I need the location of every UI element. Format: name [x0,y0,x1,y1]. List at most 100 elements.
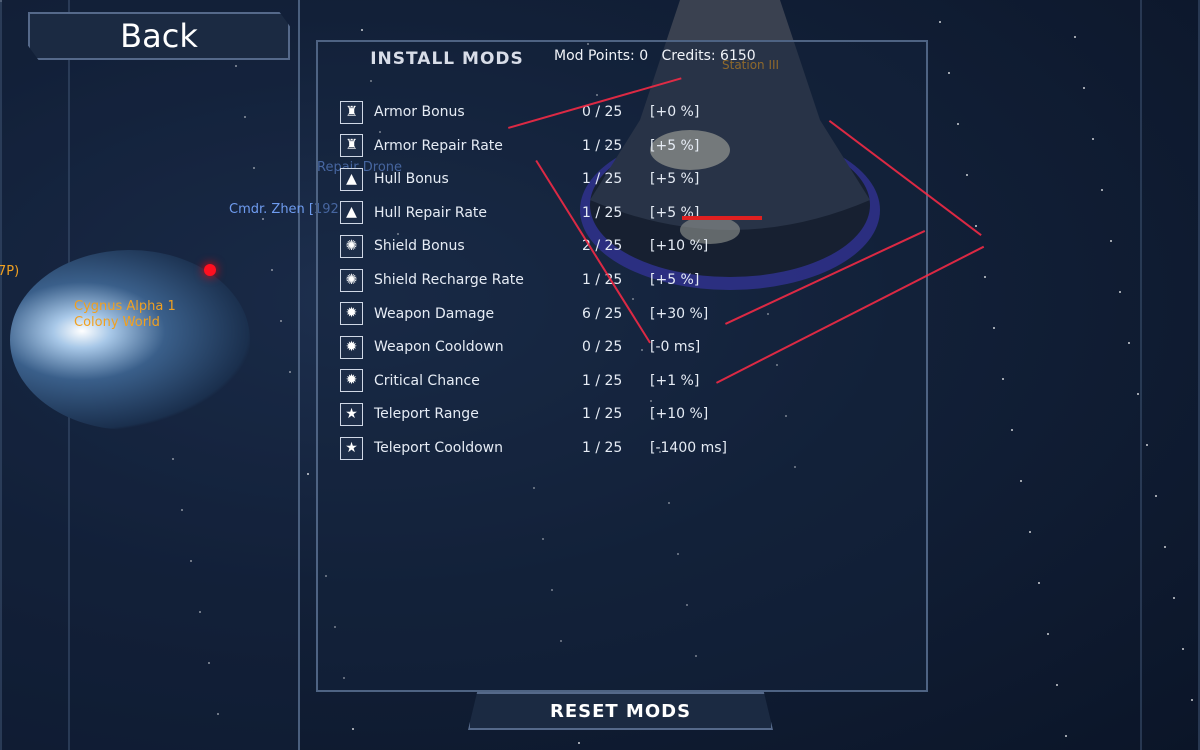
star [361,29,363,31]
star [397,233,399,235]
star [776,364,778,366]
star [632,298,634,300]
star [1128,342,1130,344]
mod-row[interactable]: ✹ Weapon Cooldown 0 / 25 [-0 ms] [340,334,700,360]
mod-name: Critical Chance [374,372,480,389]
star [533,487,535,489]
teleport-icon[interactable]: ★ [340,436,363,460]
star [1164,546,1166,548]
station-label: Station III [722,58,780,72]
mod-effect: [+5 %] [650,137,700,154]
hull-icon[interactable]: ▲ [340,167,363,191]
credits: Credits: 6150 [661,48,756,64]
star [695,655,697,657]
star [379,131,381,133]
star [325,575,327,577]
star [307,473,309,475]
mod-effect: [+1 %] [650,372,700,389]
mod-points: Mod Points: 0 [554,48,649,64]
star [677,553,679,555]
mod-row[interactable]: ✺ Shield Bonus 2 / 25 [+10 %] [340,233,708,259]
star [1155,495,1157,497]
star [1038,582,1040,584]
star [939,21,941,23]
mod-row[interactable]: ✹ Weapon Damage 6 / 25 [+30 %] [340,301,708,327]
mod-level: 6 / 25 [582,305,623,322]
install-mods-tab[interactable]: INSTALL MODS [370,49,524,69]
space-station[interactable] [570,0,890,300]
star [1137,393,1139,395]
shield-icon[interactable]: ✺ [340,268,363,292]
mod-level: 1 / 25 [582,440,623,456]
mod-row[interactable]: ♜ Armor Bonus 0 / 25 [+0 %] [340,99,699,125]
star [767,313,769,315]
mod-name: Weapon Damage [374,305,495,322]
mod-effect: [+5 %] [650,272,700,288]
star [578,742,580,744]
teleport-icon[interactable]: ★ [340,402,363,426]
mod-row[interactable]: ▲ Hull Repair Rate 1 / 25 [+5 %] [340,200,699,226]
mod-level: 1 / 25 [582,171,623,188]
mod-name: Teleport Cooldown [374,440,504,456]
mod-name: Armor Repair Rate [374,137,503,154]
star [1092,138,1094,140]
shield-icon[interactable]: ✺ [340,234,363,258]
star [289,371,291,373]
star [1191,699,1193,701]
mod-name: Armor Bonus [374,104,465,120]
star [975,225,977,227]
mod-name: Shield Recharge Rate [374,272,524,288]
mod-row[interactable]: ✺ Shield Recharge Rate 1 / 25 [+5 %] [340,267,699,293]
star [1011,429,1013,431]
star [1173,597,1175,599]
star [641,349,643,351]
star [1146,444,1148,446]
star [208,662,210,664]
mod-level: 0 / 25 [582,339,623,356]
planet[interactable] [10,250,250,430]
mod-row[interactable]: ♜ Armor Repair Rate 1 / 25 [+5 %] [340,133,699,159]
mod-level: 1 / 25 [582,372,623,389]
reset-mods-button[interactable]: RESET MODS [468,692,773,730]
install-mods-panel [316,40,928,692]
mod-level: 1 / 25 [582,204,623,221]
mod-row[interactable]: ✹ Critical Chance 1 / 25 [+1 %] [340,368,699,394]
mod-level: 1 / 25 [582,272,623,288]
armor-icon[interactable]: ♜ [340,134,363,158]
hull-icon[interactable]: ▲ [340,201,363,225]
mod-effect: [-1400 ms] [650,440,727,456]
weapon-icon[interactable]: ✹ [340,302,363,326]
mod-effect: [+0 %] [650,104,700,120]
star [217,713,219,715]
mod-row[interactable]: ▲ Hull Bonus 1 / 25 [+5 %] [340,166,699,192]
star [659,451,661,453]
mod-effect: [+5 %] [650,171,700,188]
armor-icon[interactable]: ♜ [340,100,363,124]
weapon-icon[interactable]: ✹ [340,335,363,359]
star [370,80,372,82]
right-frame [1140,0,1200,750]
back-button[interactable]: Back [28,12,290,60]
star [1047,633,1049,635]
star [587,43,589,45]
mod-name: Hull Bonus [374,171,449,188]
star [794,466,796,468]
star [984,276,986,278]
star [596,94,598,96]
red-beacon [204,264,216,276]
star [1065,735,1067,737]
planet-name: Cygnus Alpha 1 [74,299,176,314]
star [1083,87,1085,89]
star [244,116,246,118]
star [1182,648,1184,650]
star [388,182,390,184]
star [271,269,273,271]
weapon-icon[interactable]: ✹ [340,369,363,393]
star [605,145,607,147]
star [785,415,787,417]
star [966,174,968,176]
mod-effect: [+10 %] [650,406,709,423]
star [199,611,201,613]
mod-row[interactable]: ★ Teleport Range 1 / 25 [+10 %] [340,401,708,427]
mod-row[interactable]: ★ Teleport Cooldown 1 / 25 [-1400 ms] [340,435,727,461]
